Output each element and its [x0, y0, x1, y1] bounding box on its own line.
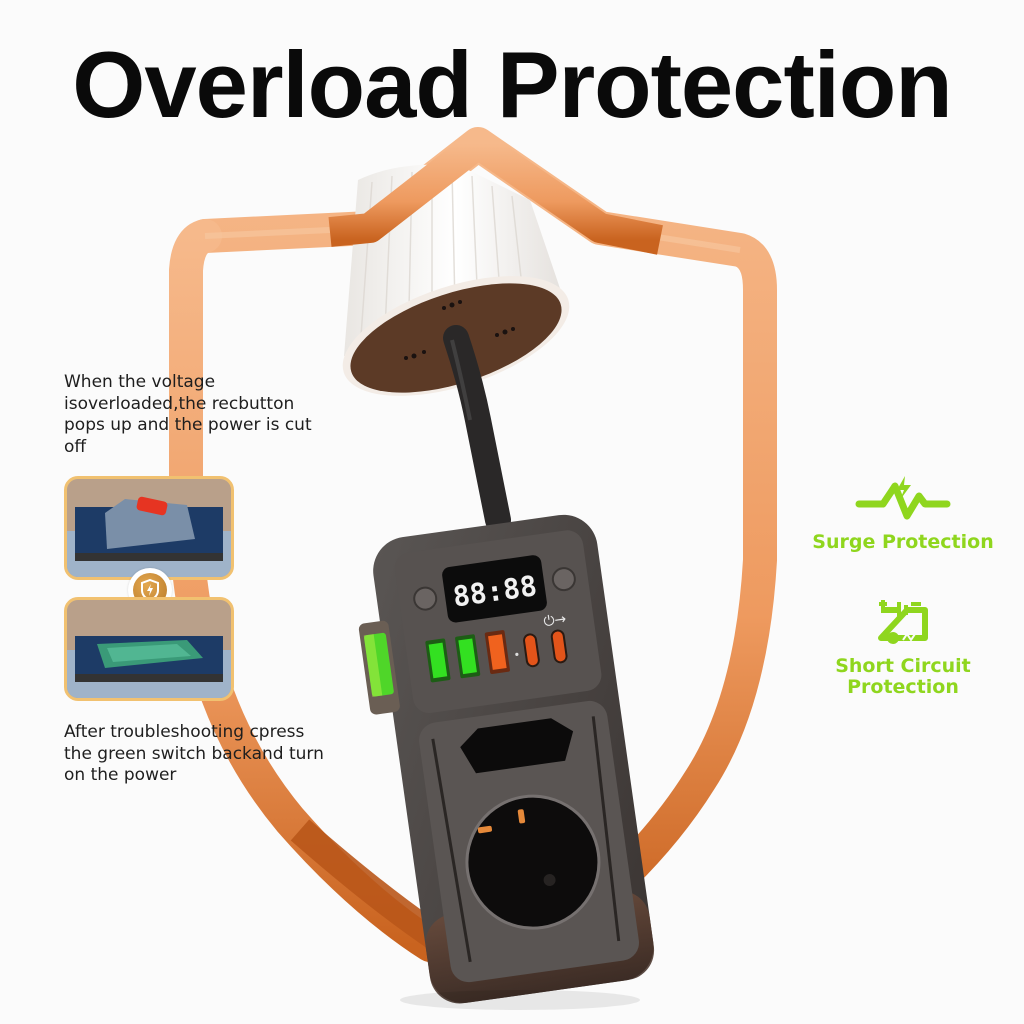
reset-note: After troubleshooting cpress the green s…	[64, 722, 324, 785]
surge-wave-icon	[855, 476, 951, 520]
feature-surge-protection: Surge Protection	[808, 474, 998, 553]
overload-note: When the voltage isoverloaded,the recbut…	[64, 372, 312, 457]
feature-label: Surge Protection	[812, 531, 994, 553]
feature-label: Short Circuit Protection	[835, 655, 971, 698]
svg-text:⏻→: ⏻→	[543, 611, 568, 630]
feature-short-circuit-protection: Short Circuit Protection	[808, 596, 998, 698]
short-circuit-icon	[878, 600, 928, 644]
tripped-switch-photo	[64, 476, 234, 580]
reset-switch-photo	[64, 597, 234, 701]
page-title: Overload Protection	[72, 32, 952, 137]
